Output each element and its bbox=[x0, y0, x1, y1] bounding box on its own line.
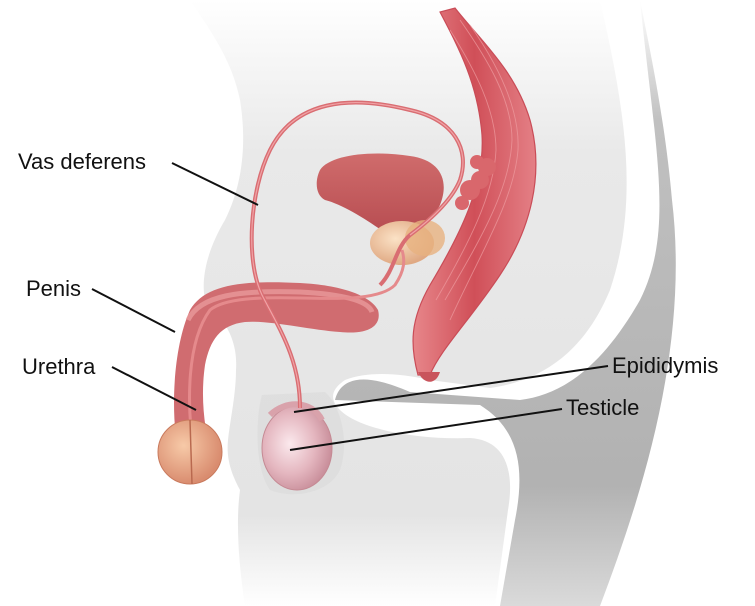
label-vas-deferens: Vas deferens bbox=[18, 151, 146, 173]
leader-penis bbox=[92, 289, 175, 332]
label-testicle: Testicle bbox=[566, 397, 639, 419]
label-penis: Penis bbox=[26, 278, 81, 300]
label-urethra: Urethra bbox=[22, 356, 95, 378]
label-epididymis: Epididymis bbox=[612, 355, 718, 377]
